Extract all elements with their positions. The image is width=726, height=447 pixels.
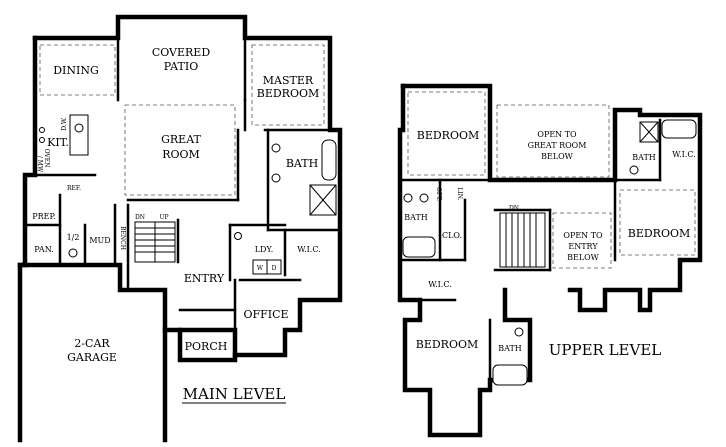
upper-exterior-wall-west [397,83,533,438]
label-great-2: ROOM [162,148,200,161]
upper-toilet-ne [629,165,639,175]
main-exterior-wall [32,14,343,443]
label-upper-bedroom-nw: BEDROOM [417,129,480,142]
label-office: OFFICE [243,308,288,321]
label-bath-w: BATH [404,213,428,222]
label-dn: DN [135,214,145,221]
half-bath-toilet [68,248,78,258]
upper-toilet-s [514,327,524,337]
main-stairs [134,221,176,263]
label-bath: BATH [286,157,318,170]
label-entry: ENTRY [184,272,225,285]
label-open-gr-2: GREAT ROOM [528,141,587,150]
label-open-gr-1: OPEN TO [537,130,577,139]
label-upper-bedroom-e: BEDROOM [628,227,691,240]
label-bench: BENCH [119,226,126,250]
label-lin: LIN. [456,187,463,200]
shower-x [639,121,659,143]
label-open-gr-3: BELOW [541,152,574,161]
dryer [266,259,282,275]
label-ref: REF. [67,185,81,192]
upper-tub-s [492,364,528,386]
main-exterior-wall-west [17,35,38,443]
kitchen-sink [74,123,84,133]
open-great-room-area [496,104,610,178]
master-toilet [271,143,281,153]
laundry-sink [234,232,242,240]
label-half-bath: 1/2 [67,233,80,242]
label-oven-2: / MW [36,156,43,173]
label-porch: PORCH [185,340,228,353]
dining-ceiling [39,44,116,96]
label-clo: CLO. [442,231,462,240]
label-upper-bedroom-sw: BEDROOM [416,338,479,351]
label-bath-s: BATH [498,344,522,353]
upper-tub-w [402,236,436,258]
label-garage-1: 2-CAR [74,337,110,350]
label-up: UP [159,214,168,221]
label-dining: DINING [53,64,99,77]
label-kit: KIT. [47,136,69,149]
upper-level-plan: BEDROOM OPEN TO GREAT ROOM BELOW BATH W.… [397,83,703,438]
master-sink [271,173,281,183]
upper-level-title: UPPER LEVEL [549,341,662,359]
label-master-1: MASTER [263,74,314,87]
bedroom-nw-ceiling [407,91,486,176]
shower-x [309,184,337,216]
label-wic-ne: W.I.C. [672,150,695,159]
label-dw: D.W. [61,117,68,131]
label-garage-2: GARAGE [67,351,117,364]
label-wic-w: W.I.C. [428,280,451,289]
label-covered-patio-2: PATIO [164,60,198,73]
upper-sink-w [419,193,429,203]
label-mud: MUD [89,236,110,245]
label-open-entry-2: ENTRY [568,242,598,251]
bedroom-e-ceiling [619,189,696,256]
garage-wall [17,262,168,333]
master-tub [321,139,337,181]
label-prep: PREP. [32,212,56,221]
upper-tub-ne [661,119,697,139]
label-open-entry-1: OPEN TO [563,231,603,240]
label-upper-dn: DN [509,205,519,212]
label-opt: OPT. [435,187,442,201]
cooktop-burner [39,137,45,143]
label-w: W [257,265,264,272]
label-ldy: LDY. [255,245,274,254]
label-wic: W.I.C. [297,245,320,254]
label-open-entry-3: BELOW [567,253,600,262]
main-level-plan: DINING COVERED PATIO MASTER BEDROOM KIT.… [17,14,343,443]
label-master-2: BEDROOM [257,87,320,100]
open-entry-area [552,212,612,269]
upper-stairs [499,212,546,268]
label-oven-1: OVEN [43,149,50,168]
porch-wall [177,327,238,363]
upper-exterior-wall [400,83,703,313]
label-covered-patio-1: COVERED [152,46,211,59]
label-pan: PAN. [34,245,53,254]
kitchen-island [69,114,89,156]
upper-toilet-w [403,193,413,203]
label-bath-ne: BATH [632,153,656,162]
master-ceiling [251,44,325,126]
label-great-1: GREAT [161,133,201,146]
label-d: D [272,265,277,272]
main-level-title: MAIN LEVEL [183,385,286,403]
cooktop-burner [39,127,45,133]
great-room-ceiling [124,104,236,196]
